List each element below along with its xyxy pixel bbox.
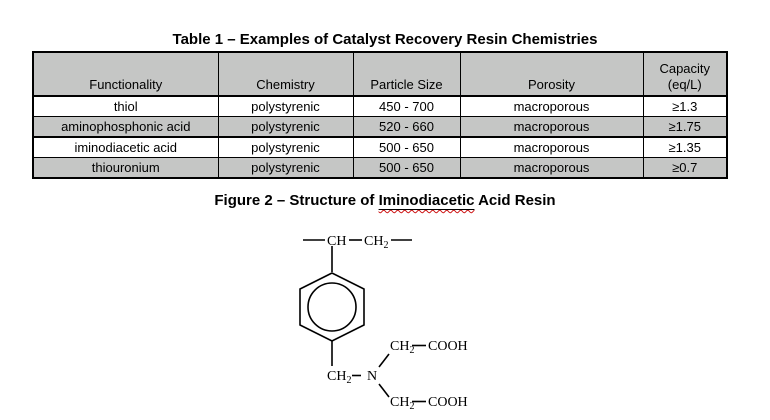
- figure-title-prefix: Figure 2 – Structure of: [214, 192, 379, 209]
- col-header-functionality: Functionality: [32, 52, 219, 97]
- lower-cooh-label: COOH: [428, 395, 468, 410]
- table-row-iminodiacetic-acid: iminodiacetic acid polystyrenic 500 - 65…: [32, 137, 728, 158]
- table-header-row: Functionality Chemistry Particle Size Po…: [32, 52, 728, 97]
- lower-ch2-label: CH2: [390, 395, 414, 412]
- cell-chemistry: polystyrenic: [217, 116, 354, 138]
- cell-chemistry: polystyrenic: [217, 96, 354, 117]
- benzylic-ch2-label: CH2: [327, 369, 351, 386]
- cell-functionality: thiol: [32, 96, 219, 117]
- col-header-porosity: Porosity: [459, 52, 644, 97]
- cell-particle-size: 500 - 650: [352, 157, 461, 178]
- cell-particle-size: 520 - 660: [352, 116, 461, 138]
- cell-porosity: macroporous: [459, 137, 644, 158]
- cell-capacity: ≥0.7: [642, 157, 728, 178]
- cell-capacity: ≥1.35: [642, 137, 728, 158]
- col-header-particle-size: Particle Size: [352, 52, 461, 97]
- iminodiacetic-resin-structure-diagram: CH CH2 CH2 N CH2 COOH CH2 COOH: [299, 234, 468, 412]
- upper-cooh-label: COOH: [428, 339, 468, 354]
- cell-porosity: macroporous: [459, 116, 644, 138]
- figure-title: Figure 2 – Structure of Iminodiacetic Ac…: [0, 192, 770, 209]
- nitrogen-label: N: [367, 369, 377, 384]
- cell-capacity: ≥1.75: [642, 116, 728, 138]
- spellcheck-squiggle: Iminodiacetic: [379, 192, 475, 209]
- cell-chemistry: polystyrenic: [217, 157, 354, 178]
- col-header-chemistry: Chemistry: [217, 52, 354, 97]
- backbone-ch-label: CH: [327, 234, 346, 249]
- table-row-thiol: thiol polystyrenic 450 - 700 macroporous…: [32, 96, 728, 117]
- figure-title-suffix: Acid Resin: [474, 192, 556, 209]
- bond-n-upper-ch2: [378, 353, 390, 368]
- cell-functionality: aminophosphonic acid: [32, 116, 219, 138]
- upper-ch2-label: CH2: [390, 339, 414, 356]
- cell-chemistry: polystyrenic: [217, 137, 354, 158]
- table-title: Table 1 – Examples of Catalyst Recovery …: [172, 31, 598, 48]
- bond-n-lower-ch2: [378, 383, 390, 398]
- cell-particle-size: 450 - 700: [352, 96, 461, 117]
- benzene-ring-circle: [307, 282, 357, 332]
- misspelled-underlined-word: Iminodiacetic: [378, 192, 475, 209]
- col-header-capacity: Capacity (eq/L): [642, 52, 728, 97]
- cell-capacity: ≥1.3: [642, 96, 728, 117]
- cell-porosity: macroporous: [459, 96, 644, 117]
- backbone-ch2-label: CH2: [364, 234, 388, 251]
- table-row-thiouronium: thiouronium polystyrenic 500 - 650 macro…: [32, 157, 728, 178]
- cell-particle-size: 500 - 650: [352, 137, 461, 158]
- cell-porosity: macroporous: [459, 157, 644, 178]
- cell-functionality: thiouronium: [32, 157, 219, 178]
- cell-functionality: iminodiacetic acid: [32, 137, 219, 158]
- table-row-aminophosphonic-acid: aminophosphonic acid polystyrenic 520 - …: [32, 116, 728, 138]
- resin-chemistries-table: Functionality Chemistry Particle Size Po…: [32, 51, 728, 179]
